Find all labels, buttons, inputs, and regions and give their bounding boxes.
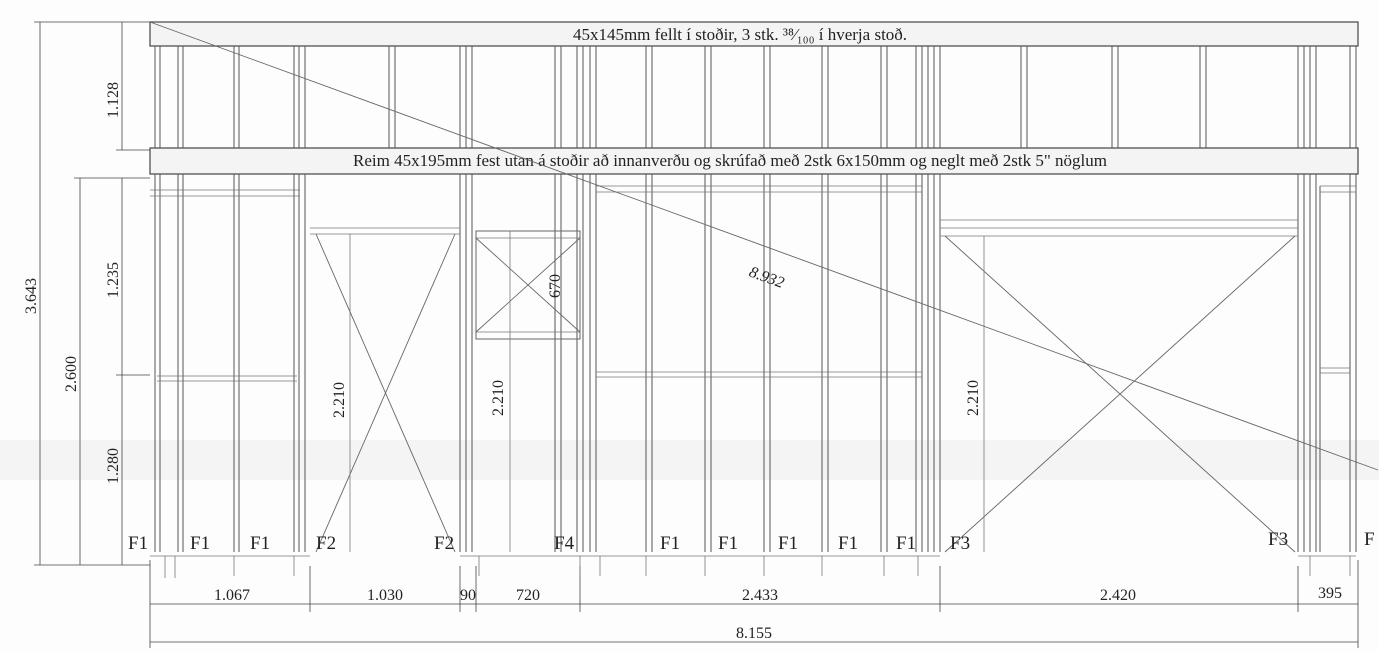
- footing-label: F2: [434, 533, 454, 554]
- dim-seg-1: 1.067: [214, 587, 250, 604]
- door-2-height: 2.210: [490, 380, 507, 416]
- plates: [150, 185, 1356, 557]
- footing-label: F1: [718, 533, 738, 554]
- footing-label: F1: [250, 533, 270, 554]
- dim-total-height: 3.643: [23, 278, 40, 314]
- dim-overall: 8.155: [736, 625, 772, 642]
- vertical-dimensions: 3.643 1.128 2.600 1.235 1.280: [23, 21, 150, 566]
- footing-label: F1: [778, 533, 798, 554]
- dim-seg-2: 1.030: [367, 587, 403, 604]
- top-beam: [149, 21, 1359, 47]
- footing-labels: F1 F1 F1 F2 F2 F4 F1 F1 F1 F1 F1 F3 F3 F: [128, 529, 1375, 554]
- dim-seg-3: 90: [460, 587, 476, 604]
- reim-note: Reim 45x195mm fest utan á stoðir að inna…: [353, 151, 1107, 170]
- window-height: 670: [547, 274, 564, 298]
- horizontal-dimensions: 1.067 1.030 90 720 2.433 2.420 395 8.155: [149, 560, 1359, 648]
- dim-seg-7: 395: [1318, 585, 1342, 602]
- footing-label: F1: [896, 533, 916, 554]
- lower-studs: [154, 174, 1357, 552]
- dim-mid: 1.235: [105, 262, 122, 298]
- footing-label: F1: [660, 533, 680, 554]
- footing-label: F1: [190, 533, 210, 554]
- dim-low: 1.280: [105, 448, 122, 484]
- window-opening: 670 2.210: [475, 230, 581, 552]
- diagonal-length: 8.932: [747, 264, 787, 292]
- footing-label: F2: [316, 533, 336, 554]
- footing-anchors: [164, 556, 1351, 578]
- dim-seg-5: 2.433: [742, 587, 778, 604]
- footing-label: F4: [554, 533, 575, 554]
- reim-beam: [149, 147, 1359, 175]
- door-1-height: 2.210: [331, 382, 348, 418]
- dim-lower-total: 2.600: [63, 356, 80, 392]
- upper-studs: [154, 46, 1357, 148]
- door-opening-1: 2.210: [310, 227, 460, 553]
- footing-label: F3: [950, 533, 970, 554]
- footing-label: F1: [128, 533, 148, 554]
- footing-label: F: [1364, 529, 1375, 550]
- dim-upper: 1.128: [105, 82, 122, 118]
- dim-seg-4: 720: [516, 587, 540, 604]
- diagonal-brace: [149, 21, 1379, 471]
- top-beam-note: 45x145mm fellt í stoðir, 3 stk. ³⁸⁄₁₀₀ í…: [573, 25, 907, 44]
- door-opening-3: 2.210: [940, 219, 1298, 553]
- door-3-height: 2.210: [965, 380, 982, 416]
- dim-seg-6: 2.420: [1100, 587, 1136, 604]
- scan-shading: [0, 440, 1379, 480]
- footing-label: F3: [1268, 529, 1288, 550]
- footing-label: F1: [838, 533, 858, 554]
